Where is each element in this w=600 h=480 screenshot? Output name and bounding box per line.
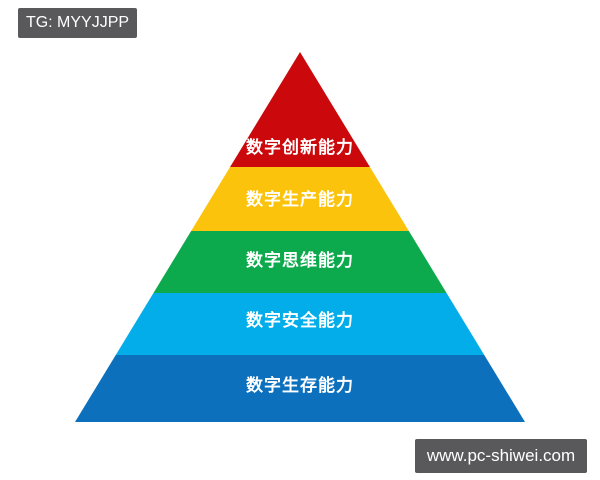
watermark-badge-top-left: TG: MYYJJPP [18, 8, 137, 38]
watermark-top-text: TG: MYYJJPP [25, 14, 130, 31]
pyramid-layer-1-label: 数字创新能力 [246, 137, 354, 157]
pyramid-layer-3-label: 数字思维能力 [246, 250, 354, 270]
pyramid-layer-4-shape [75, 293, 525, 355]
pyramid-layer-2-label: 数字生产能力 [246, 189, 354, 209]
pyramid-layer-4-label: 数字安全能力 [246, 310, 354, 330]
watermark-badge-bottom-right: www.pc-shiwei.com [415, 439, 587, 473]
pyramid-layer-5-shape [75, 355, 525, 422]
pyramid-layer-5-label: 数字生存能力 [246, 375, 354, 395]
watermark-bottom-text: www.pc-shiwei.com [426, 446, 576, 465]
pyramid-layers [75, 52, 525, 422]
